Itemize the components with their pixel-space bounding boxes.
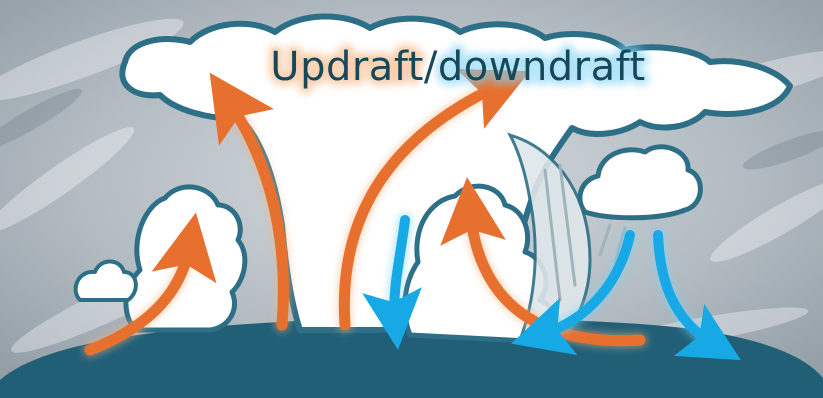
title-separator: / (424, 44, 438, 90)
svg-text:Updraft/downdraft: Updraft/downdraft (270, 44, 645, 90)
title-downdraft-word: downdraft (438, 44, 646, 90)
title-updraft-word: Updraft (270, 44, 424, 90)
diagram-title: Updraft/downdraft Updraft/downdraft (270, 44, 645, 90)
